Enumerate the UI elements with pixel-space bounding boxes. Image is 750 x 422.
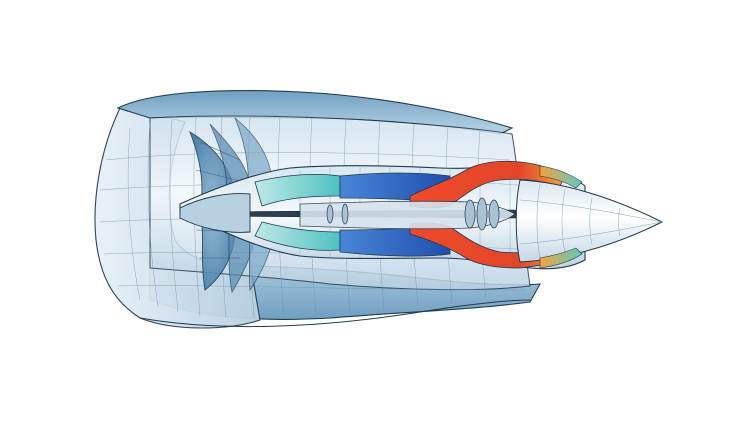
exhaust-cone-grid [519, 183, 663, 259]
nozzle-tip-upper [539, 165, 583, 189]
nacelle-bottom-edge [139, 299, 531, 328]
nozzle-tip-lower [539, 247, 583, 269]
exhaust-cone [515, 179, 664, 263]
inner-core [299, 200, 516, 230]
spinner-cone [179, 193, 251, 233]
rotor-discs [326, 197, 500, 231]
